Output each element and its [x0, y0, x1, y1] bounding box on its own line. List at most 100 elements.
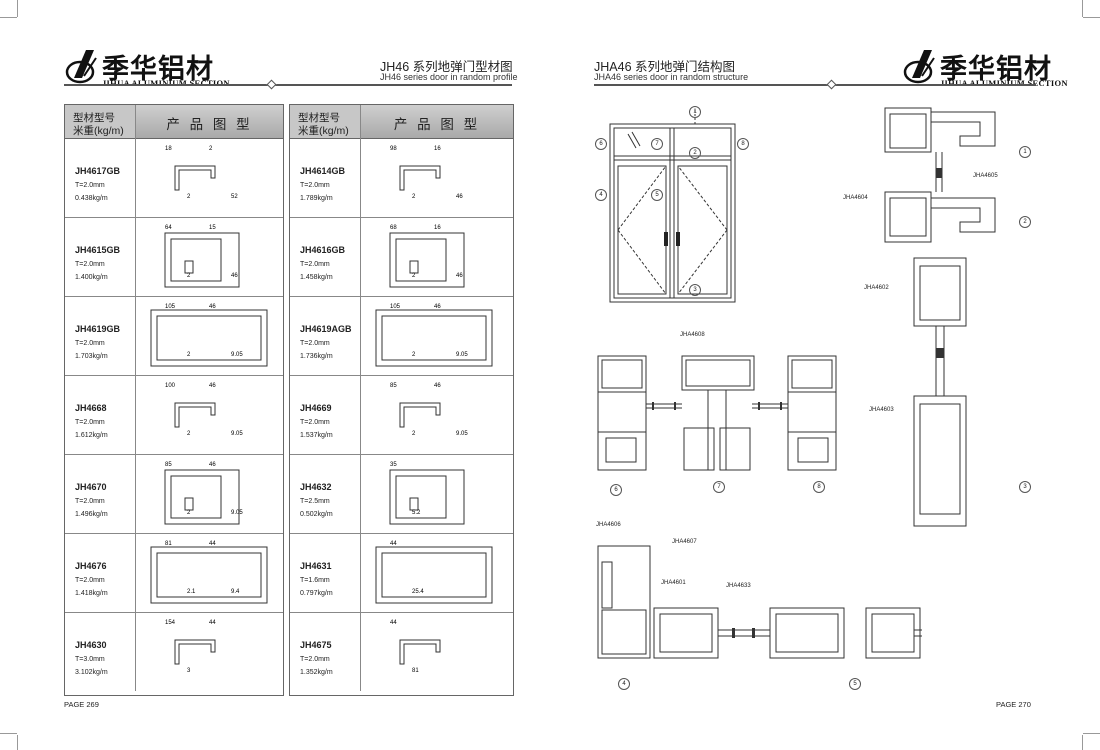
header-picture-label: 产 品 图 型: [166, 117, 253, 132]
dimension-label: 44: [390, 541, 397, 547]
profile-thickness: T=2.0mm: [300, 656, 330, 663]
header-model-label: 型材型号: [298, 112, 340, 124]
crop-mark: [17, 0, 18, 17]
callout-number: 5: [849, 678, 861, 690]
dimension-label: 46: [434, 304, 441, 310]
profile-thickness: T=3.0mm: [75, 656, 105, 663]
dimension-label: 46: [456, 273, 463, 279]
dimension-label: 16: [434, 146, 441, 152]
dimension-label: 44: [209, 541, 216, 547]
callout-number: 4: [618, 678, 630, 690]
callout-number: 7: [713, 481, 725, 493]
dimension-label: 98: [390, 146, 397, 152]
dimension-label: 81: [165, 541, 172, 547]
profile-thickness: T=2.0mm: [300, 182, 330, 189]
part-label: JHA4633: [726, 583, 751, 589]
profile-weight: 0.502kg/m: [300, 511, 333, 518]
profile-drawing: 98 2 16 46: [390, 146, 463, 200]
dimension-label: 64: [165, 225, 172, 231]
callout-number: 8: [737, 138, 749, 150]
door-elevation-drawing: [609, 110, 736, 303]
profile-thickness: T=2.0mm: [300, 261, 330, 268]
dimension-label: 35: [390, 462, 397, 468]
brand-name-en: JIHUA ALUMINIUM SECTION: [940, 78, 1068, 88]
profile-code: JH4617GB: [75, 166, 121, 176]
dimension-label: 25.4: [412, 589, 424, 595]
dimension-label: 46: [434, 383, 441, 389]
callout-number: 1: [1019, 146, 1031, 158]
callout-number: 4: [595, 189, 607, 201]
brand-logo-right: 季华铝材 JIHUA ALUMINIUM SECTION: [902, 46, 1068, 90]
part-label: JHA4608: [680, 332, 705, 338]
dimension-label: 2: [412, 431, 416, 437]
table-header: 型材型号 米重(kg/m) 产 品 图 型: [65, 105, 283, 139]
dimension-label: 46: [231, 273, 238, 279]
right-page-title: JHA46 系列地弹门结构图: [594, 60, 735, 74]
profile-code: JH4614GB: [300, 166, 346, 176]
profile-thickness: T=2.0mm: [75, 182, 105, 189]
dimension-label: 2: [187, 194, 191, 200]
profile-weight: 1.537kg/m: [300, 432, 333, 439]
profile-thickness: T=1.6mm: [300, 577, 330, 584]
profile-thickness: T=2.5mm: [300, 498, 330, 505]
dimension-label: 9.05: [231, 431, 243, 437]
profile-code: JH4632: [300, 482, 332, 492]
dimension-label: 44: [390, 620, 397, 626]
page-number-left: PAGE 269: [64, 700, 99, 709]
profile-drawing: 44 25.4: [375, 541, 493, 604]
profile-code: JH4668: [75, 403, 107, 413]
profile-weight: 3.102kg/m: [75, 669, 108, 676]
header-picture-cell: 产 品 图 型: [135, 105, 283, 138]
crop-mark: [1083, 17, 1100, 18]
callout-number: 1: [689, 106, 701, 118]
dimension-label: 85: [390, 383, 397, 389]
profile-weight: 1.612kg/m: [75, 432, 108, 439]
callout-number: 8: [813, 481, 825, 493]
profile-weight: 1.736kg/m: [300, 353, 333, 360]
dimension-label: 100: [165, 383, 176, 389]
header-weight-label: 米重(kg/m): [298, 125, 349, 137]
header-weight-label: 米重(kg/m): [73, 125, 124, 137]
dimension-label: 2.1: [187, 589, 196, 595]
callout-number: 3: [1019, 481, 1031, 493]
dimension-label: 2: [412, 194, 416, 200]
profile-thickness: T=2.0mm: [300, 340, 330, 347]
dimension-label: 2: [187, 431, 191, 437]
crop-mark: [0, 17, 17, 18]
section-123-drawing: [884, 107, 996, 527]
part-label: JHA4601: [661, 580, 686, 586]
profile-table-right: 型材型号 米重(kg/m) 产 品 图 型 JH4614GB T=2.0mm 1…: [289, 104, 514, 696]
dimension-label: 2: [187, 510, 191, 516]
header-rule: [594, 84, 1036, 86]
left-page-title: JH46 系列地弹门型材图: [380, 60, 513, 74]
dimension-label: 46: [209, 462, 216, 468]
callout-number: 2: [689, 147, 701, 159]
dimension-label: 81: [412, 668, 419, 674]
dimension-label: 46: [456, 194, 463, 200]
part-label: JHA4603: [869, 407, 894, 413]
profile-code: JH4669: [300, 403, 332, 413]
dimension-label: 105: [165, 304, 176, 310]
profile-weight: 1.352kg/m: [300, 669, 333, 676]
profile-weight: 1.458kg/m: [300, 274, 333, 281]
brand-logo-left: 季华铝材 JIHUA ALUMINIUM SECTION: [64, 46, 230, 90]
dimension-label: 9.05: [231, 510, 243, 516]
dimension-label: 18: [165, 146, 172, 152]
